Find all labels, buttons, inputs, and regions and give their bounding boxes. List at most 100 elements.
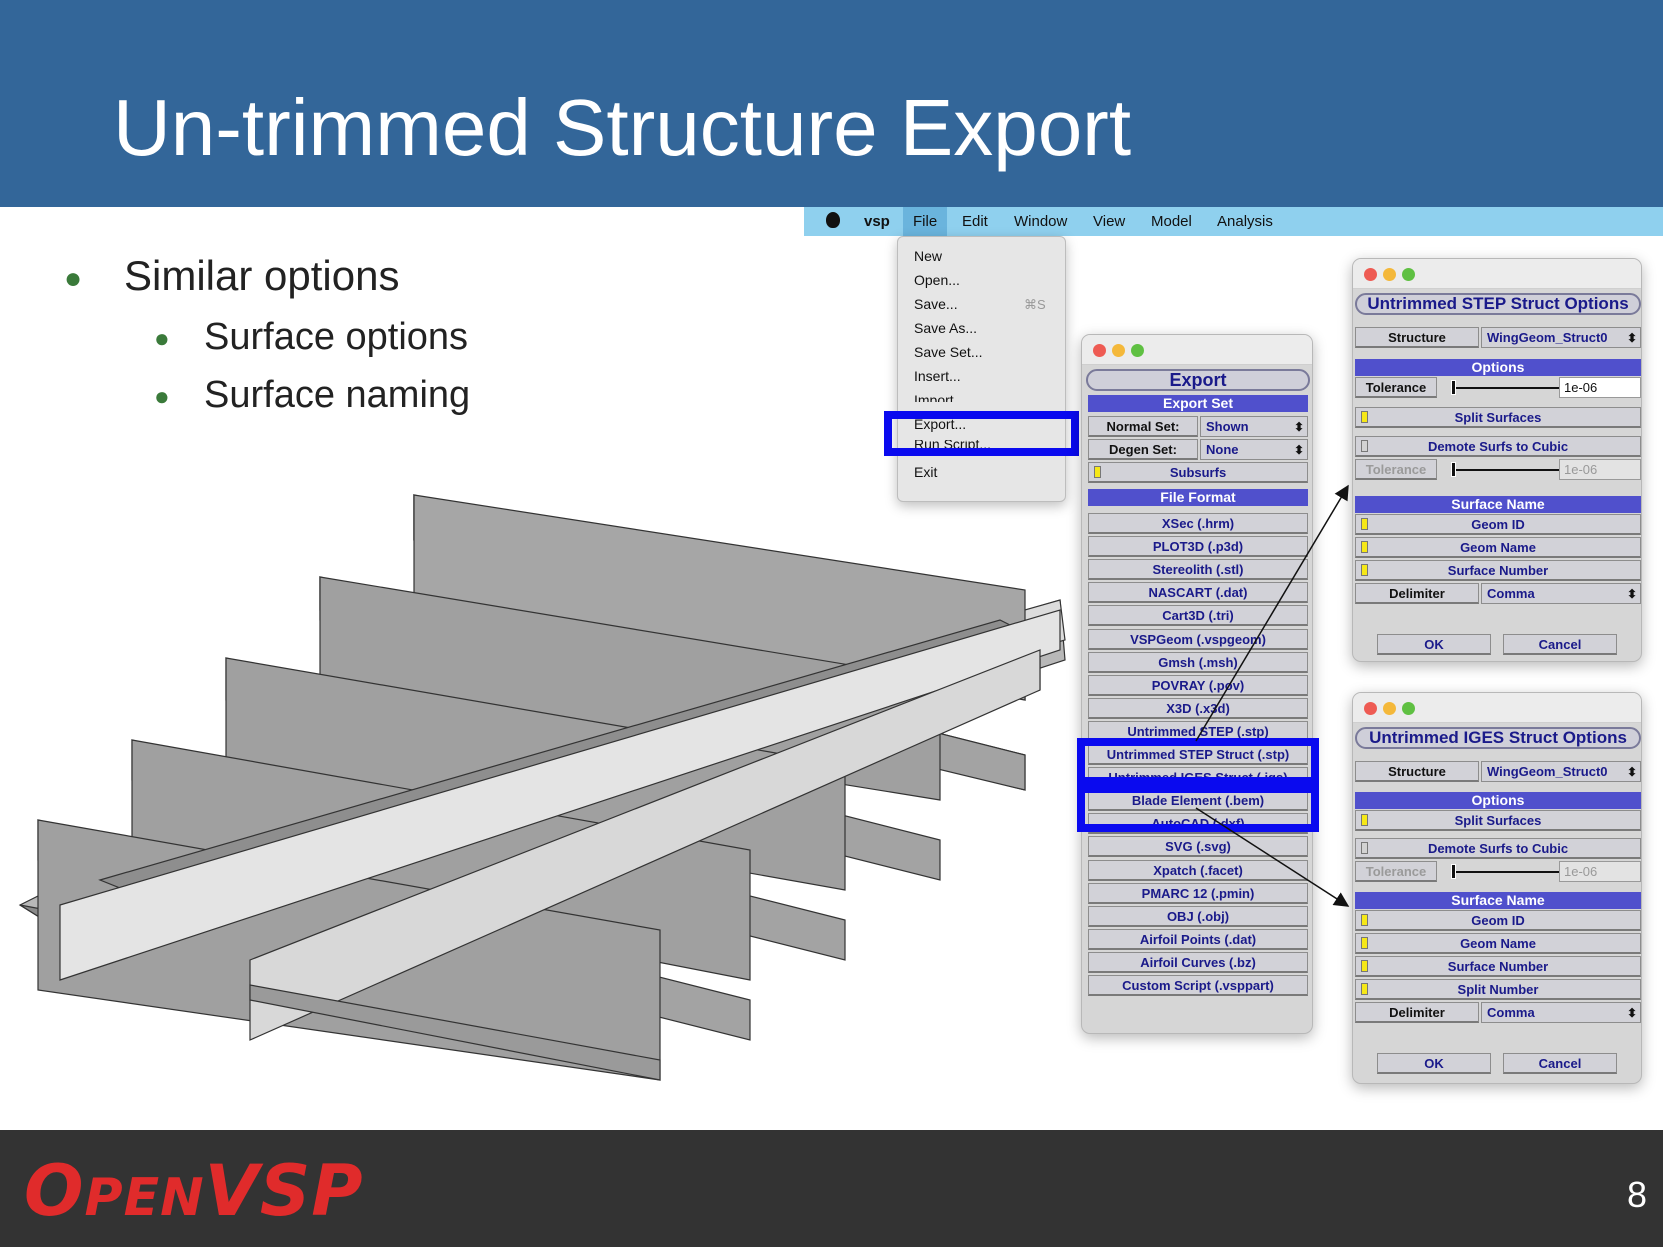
close-icon[interactable] <box>1364 268 1377 281</box>
delimiter-dropdown[interactable]: Comma⬍ <box>1481 1002 1641 1023</box>
menu-item-save[interactable]: Save... <box>914 296 958 312</box>
menu-item-new[interactable]: New <box>914 248 943 264</box>
split-surfaces-checkbox[interactable] <box>1361 411 1368 423</box>
slider-handle[interactable] <box>1451 462 1456 477</box>
zoom-icon[interactable] <box>1402 702 1415 715</box>
format-button[interactable]: Cart3D (.tri) <box>1088 605 1308 627</box>
normal-set-dropdown[interactable]: Shown⬍ <box>1200 416 1308 437</box>
tolerance-input[interactable]: 1e-06 <box>1559 377 1641 398</box>
structure-label: Structure <box>1355 327 1479 348</box>
demote-checkbox[interactable] <box>1361 842 1368 854</box>
demote-toggle[interactable]: Demote Surfs to Cubic <box>1355 838 1641 859</box>
format-button[interactable]: XSec (.hrm) <box>1088 513 1308 534</box>
format-button[interactable]: Stereolith (.stl) <box>1088 559 1308 581</box>
cancel-button[interactable]: Cancel <box>1503 634 1617 655</box>
cancel-button[interactable]: Cancel <box>1503 1053 1617 1074</box>
close-icon[interactable] <box>1093 344 1106 357</box>
degen-set-dropdown[interactable]: None⬍ <box>1200 439 1308 460</box>
title-bar <box>1082 335 1312 365</box>
bullet-dot-icon: ● <box>154 323 170 354</box>
file-menu: New Open... Save... ⌘S Save As... Save S… <box>897 236 1066 502</box>
menu-item-open[interactable]: Open... <box>914 272 960 288</box>
menu-analysis[interactable]: Analysis <box>1217 213 1273 230</box>
structure-dropdown[interactable]: WingGeom_Struct0⬍ <box>1481 327 1641 348</box>
menu-view[interactable]: View <box>1093 213 1126 230</box>
minimize-icon[interactable] <box>1383 268 1396 281</box>
format-button[interactable]: Gmsh (.msh) <box>1088 651 1308 673</box>
minimize-icon[interactable] <box>1112 344 1125 357</box>
tolerance-slider[interactable] <box>1439 377 1559 398</box>
surface-number-checkbox[interactable] <box>1361 960 1368 972</box>
menu-edit[interactable]: Edit <box>962 213 988 230</box>
apple-icon[interactable] <box>826 212 840 228</box>
section-export-set: Export Set <box>1088 395 1308 412</box>
arrow-to-iges-options <box>1195 807 1350 907</box>
step-options-window: Untrimmed STEP Struct Options Structure … <box>1352 258 1642 662</box>
slider-handle[interactable] <box>1451 864 1456 879</box>
menu-item-export[interactable]: Export... <box>914 416 967 432</box>
format-button[interactable]: Airfoil Curves (.bz) <box>1088 951 1308 973</box>
delimiter-dropdown[interactable]: Comma⬍ <box>1481 583 1641 604</box>
slider-handle[interactable] <box>1451 380 1456 395</box>
format-button[interactable]: PLOT3D (.p3d) <box>1088 536 1308 558</box>
menu-window[interactable]: Window <box>1014 213 1068 230</box>
tolerance-slider[interactable] <box>1439 861 1559 882</box>
ok-button[interactable]: OK <box>1377 634 1491 655</box>
tolerance2-slider[interactable] <box>1439 459 1559 480</box>
demote-checkbox[interactable] <box>1361 440 1368 452</box>
split-surfaces-toggle[interactable]: Split Surfaces <box>1355 810 1641 831</box>
menu-item-save-set[interactable]: Save Set... <box>914 344 983 360</box>
menu-item-import[interactable]: Import... <box>914 392 966 402</box>
subsurfs-checkbox[interactable] <box>1094 466 1101 478</box>
tolerance2-label: Tolerance <box>1355 459 1437 480</box>
format-button[interactable]: SVG (.svg) <box>1088 836 1308 858</box>
bullet-dot-icon: ● <box>64 261 83 295</box>
tolerance2-input[interactable]: 1e-06 <box>1559 459 1641 480</box>
format-button[interactable]: NASCART (.dat) <box>1088 582 1308 604</box>
split-surfaces-checkbox[interactable] <box>1361 814 1368 826</box>
split-surfaces-toggle[interactable]: Split Surfaces <box>1355 407 1641 428</box>
format-button[interactable]: PMARC 12 (.pmin) <box>1088 882 1308 904</box>
zoom-icon[interactable] <box>1402 268 1415 281</box>
app-menu[interactable]: vsp <box>864 213 890 230</box>
section-file-format: File Format <box>1088 489 1308 506</box>
menu-model[interactable]: Model <box>1151 213 1192 230</box>
menu-item-save-as[interactable]: Save As... <box>914 320 978 336</box>
ok-button[interactable]: OK <box>1377 1053 1491 1074</box>
stepper-arrow-icon: ⬍ <box>1626 1006 1637 1020</box>
surface-number-toggle[interactable]: Surface Number <box>1355 956 1641 977</box>
format-button[interactable]: Airfoil Points (.dat) <box>1088 928 1308 950</box>
geom-name-checkbox[interactable] <box>1361 937 1368 949</box>
format-button[interactable]: Xpatch (.facet) <box>1088 859 1308 881</box>
geom-id-toggle[interactable]: Geom ID <box>1355 514 1641 535</box>
tolerance-input[interactable]: 1e-06 <box>1559 861 1641 882</box>
surface-number-checkbox[interactable] <box>1361 564 1368 576</box>
close-icon[interactable] <box>1364 702 1377 715</box>
geom-id-toggle[interactable]: Geom ID <box>1355 910 1641 931</box>
minimize-icon[interactable] <box>1383 702 1396 715</box>
format-button[interactable]: POVRAY (.pov) <box>1088 674 1308 696</box>
surface-number-toggle[interactable]: Surface Number <box>1355 560 1641 581</box>
menu-file[interactable]: File <box>903 207 948 236</box>
mac-menubar: vsp File Edit Window View Model Analysis <box>804 207 1663 236</box>
split-number-toggle[interactable]: Split Number <box>1355 979 1641 1000</box>
title-bar: Un-trimmed Structure Export <box>0 0 1663 207</box>
geom-id-checkbox[interactable] <box>1361 518 1368 530</box>
geom-name-toggle[interactable]: Geom Name <box>1355 537 1641 558</box>
menu-item-exit[interactable]: Exit <box>914 464 938 480</box>
format-button[interactable]: OBJ (.obj) <box>1088 905 1308 927</box>
geom-name-checkbox[interactable] <box>1361 541 1368 553</box>
geom-name-toggle[interactable]: Geom Name <box>1355 933 1641 954</box>
window-title: Untrimmed IGES Struct Options <box>1355 727 1641 749</box>
zoom-icon[interactable] <box>1131 344 1144 357</box>
format-button[interactable]: Custom Script (.vsppart) <box>1088 975 1308 996</box>
menu-item-insert[interactable]: Insert... <box>914 368 961 384</box>
subsurfs-toggle[interactable]: Subsurfs <box>1088 462 1308 483</box>
format-button[interactable]: Blade Element (.bem) <box>1088 790 1308 812</box>
structure-dropdown[interactable]: WingGeom_Struct0⬍ <box>1481 761 1641 782</box>
split-number-checkbox[interactable] <box>1361 983 1368 995</box>
geom-id-checkbox[interactable] <box>1361 914 1368 926</box>
demote-toggle[interactable]: Demote Surfs to Cubic <box>1355 436 1641 457</box>
